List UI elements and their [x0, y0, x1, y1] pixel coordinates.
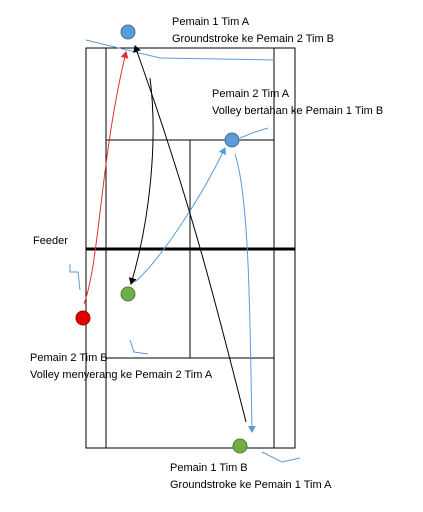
- player-b1-label: Pemain 1 Tim B Groundstroke ke Pemain 1 …: [170, 460, 331, 494]
- feeder-label: Feeder: [33, 233, 68, 250]
- b1-groundstroke-path: [133, 45, 247, 423]
- a1-groundstroke-path: [128, 77, 154, 285]
- b2-volley-path: [134, 147, 227, 283]
- feeder-marker: [75, 310, 91, 326]
- player-b1-name: Pemain 1 Tim B: [170, 462, 248, 474]
- player-a1-action: Groundstroke ke Pemain 2 Tim B: [172, 33, 335, 45]
- feeder-leader-line: [69, 264, 81, 291]
- player-b2-name: Pemain 2 Tim B: [30, 352, 108, 364]
- player-a2-label: Pemain 2 Tim A Volley bertahan ke Pemain…: [212, 86, 383, 120]
- player-b2-action: Volley menyerang ke Pemain 2 Tim A: [30, 369, 213, 381]
- b2-leader-line: [129, 339, 149, 355]
- player-b1-marker: [232, 438, 248, 454]
- tennis-court: [85, 47, 296, 449]
- player-a2-marker: [224, 132, 240, 148]
- player-a1-name: Pemain 1 Tim A: [172, 16, 250, 28]
- a2-volley-path: [234, 153, 256, 433]
- player-a2-action: Volley bertahan ke Pemain 1 Tim B: [212, 105, 384, 117]
- player-b2-label: Pemain 2 Tim B Volley menyerang ke Pemai…: [30, 350, 212, 384]
- a1-leader-line: [85, 39, 276, 61]
- player-a2-name: Pemain 2 Tim A: [212, 88, 290, 100]
- player-b1-action: Groundstroke ke Pemain 1 Tim A: [170, 479, 332, 491]
- feeder-feed-path: [83, 51, 129, 305]
- feeder-name: Feeder: [33, 235, 68, 247]
- b1-leader-line: [261, 451, 301, 463]
- a2-leader-line: [239, 127, 269, 139]
- label-leader-lines: [69, 39, 301, 463]
- player-b2-marker: [120, 286, 136, 302]
- player-a1-label: Pemain 1 Tim A Groundstroke ke Pemain 2 …: [172, 14, 334, 48]
- player-a1-marker: [120, 24, 136, 40]
